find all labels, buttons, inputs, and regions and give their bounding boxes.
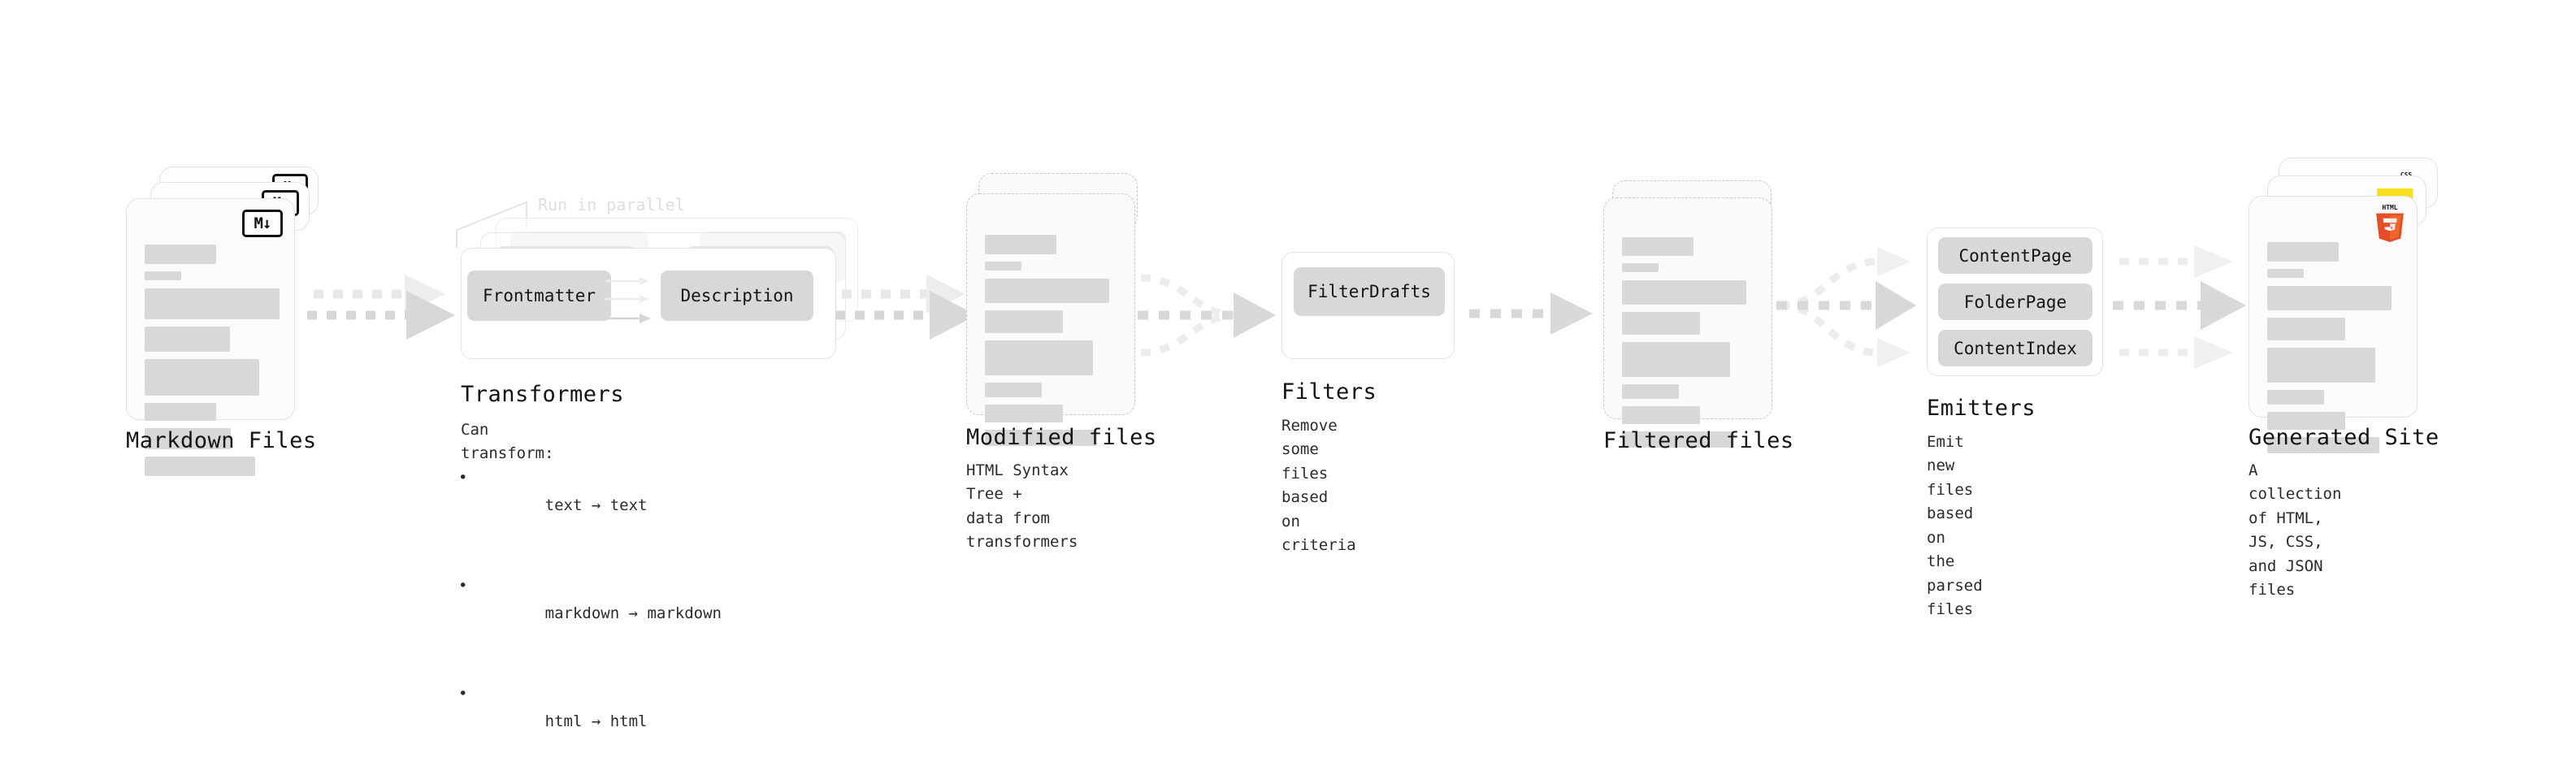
filter-node-filterdrafts[interactable]: FilterDrafts bbox=[1294, 267, 1445, 316]
modified-card-front bbox=[966, 193, 1135, 446]
stage-title-modified-files: Modified files bbox=[966, 425, 1157, 450]
markdown-card-front: M↓ bbox=[126, 198, 295, 476]
stage-description-emitters: Emit new files based on the parsed files bbox=[1927, 433, 1983, 619]
skeleton-bar bbox=[1622, 406, 1701, 424]
skeleton-bar bbox=[1622, 431, 1734, 448]
html5-icon: HTML bbox=[2376, 204, 2404, 242]
run-in-parallel-label: Run in parallel bbox=[538, 195, 685, 214]
skeleton-bar bbox=[145, 457, 256, 476]
emitter-node-folderpage[interactable]: FolderPage bbox=[1938, 284, 2092, 320]
skeleton-bar bbox=[985, 310, 1064, 333]
skeleton-bar bbox=[1622, 312, 1701, 335]
skeleton-bar bbox=[145, 288, 280, 319]
markdown-icon: M↓ bbox=[242, 210, 283, 237]
connector-emitters-to-site bbox=[2113, 245, 2246, 369]
skeleton-bar bbox=[2267, 318, 2346, 340]
stage-description-generated-site: A collection of HTML, JS, CSS, and JSON … bbox=[2249, 461, 2342, 600]
skeleton-bars bbox=[1622, 237, 1757, 455]
run-in-parallel-bracket bbox=[456, 201, 527, 248]
connector-filters-to-filtered bbox=[1469, 292, 1593, 335]
stage-description-modified-files: HTML Syntax Tree + data from transformer… bbox=[966, 461, 1078, 552]
skeleton-bar bbox=[985, 235, 1056, 254]
skeleton-bar bbox=[1622, 237, 1693, 256]
skeleton-bars bbox=[145, 245, 280, 483]
skeleton-bar bbox=[1622, 263, 1659, 272]
emitters-panel: ContentPage FolderPage ContentIndex bbox=[1927, 227, 2103, 376]
skeleton-bar bbox=[985, 383, 1042, 397]
bullet-text: text → text bbox=[544, 496, 648, 514]
transformer-panel-front: Frontmatter Description bbox=[461, 248, 836, 359]
connector-md-to-transformers bbox=[307, 275, 455, 340]
skeleton-bar bbox=[1622, 280, 1746, 305]
skeleton-bar bbox=[145, 327, 230, 352]
skeleton-bar bbox=[145, 271, 181, 280]
skeleton-bars bbox=[985, 235, 1120, 453]
list-item: • html → html bbox=[458, 685, 648, 730]
svg-text:HTML: HTML bbox=[2382, 204, 2397, 211]
skeleton-bar bbox=[2267, 412, 2346, 430]
stage-description-transformers: Can transform: bbox=[461, 421, 554, 463]
site-card-html: HTML bbox=[2249, 196, 2418, 453]
skeleton-bar bbox=[985, 279, 1109, 303]
stage-description-filters: Remove some files based on criteria bbox=[1281, 417, 1356, 555]
skeleton-bars bbox=[2267, 242, 2402, 461]
skeleton-bar bbox=[145, 428, 232, 449]
skeleton-bar bbox=[985, 405, 1064, 422]
bullet-text: markdown → markdown bbox=[544, 604, 722, 622]
skeleton-bar bbox=[145, 403, 216, 421]
transformer-node-description[interactable]: Description bbox=[661, 271, 813, 321]
transformer-node-frontmatter[interactable]: Frontmatter bbox=[467, 271, 611, 321]
skeleton-bar bbox=[985, 340, 1093, 375]
skeleton-bar bbox=[2267, 242, 2339, 262]
skeleton-bar bbox=[1622, 342, 1730, 377]
skeleton-bar bbox=[2267, 348, 2375, 383]
skeleton-bar bbox=[1622, 384, 1679, 399]
stage-title-generated-site: Generated Site bbox=[2249, 425, 2439, 450]
emitter-node-contentindex[interactable]: ContentIndex bbox=[1938, 330, 2092, 366]
filtered-card-front bbox=[1603, 197, 1772, 448]
list-item: • text → text bbox=[458, 469, 648, 514]
stage-title-markdown-files: Markdown Files bbox=[126, 428, 317, 453]
skeleton-bar bbox=[985, 430, 1097, 446]
stage-title-filtered-files: Filtered files bbox=[1603, 428, 1794, 453]
stage-title-filters: Filters bbox=[1281, 379, 1377, 405]
skeleton-bar bbox=[2267, 286, 2392, 310]
skeleton-bar bbox=[145, 245, 216, 264]
stage-title-emitters: Emitters bbox=[1927, 396, 2036, 421]
emitter-node-contentpage[interactable]: ContentPage bbox=[1938, 237, 2092, 274]
skeleton-bar bbox=[985, 262, 1021, 271]
transformer-inner-arrows bbox=[605, 277, 651, 323]
filters-panel: FilterDrafts bbox=[1281, 252, 1455, 359]
list-item: • markdown → markdown bbox=[458, 577, 722, 622]
connector-filtered-to-emitters bbox=[1776, 247, 1916, 367]
connector-transformers-to-modified bbox=[835, 275, 977, 340]
skeleton-bar bbox=[2267, 437, 2379, 453]
connector-modified-to-filters bbox=[1138, 274, 1276, 357]
bullet-text: html → html bbox=[544, 712, 648, 730]
skeleton-bar bbox=[145, 359, 260, 396]
transformer-bullet-list: • text → text • markdown → markdown • ht… bbox=[458, 438, 722, 762]
skeleton-bar bbox=[2267, 390, 2324, 405]
skeleton-bar bbox=[2267, 269, 2304, 278]
stage-title-transformers: Transformers bbox=[461, 382, 625, 407]
